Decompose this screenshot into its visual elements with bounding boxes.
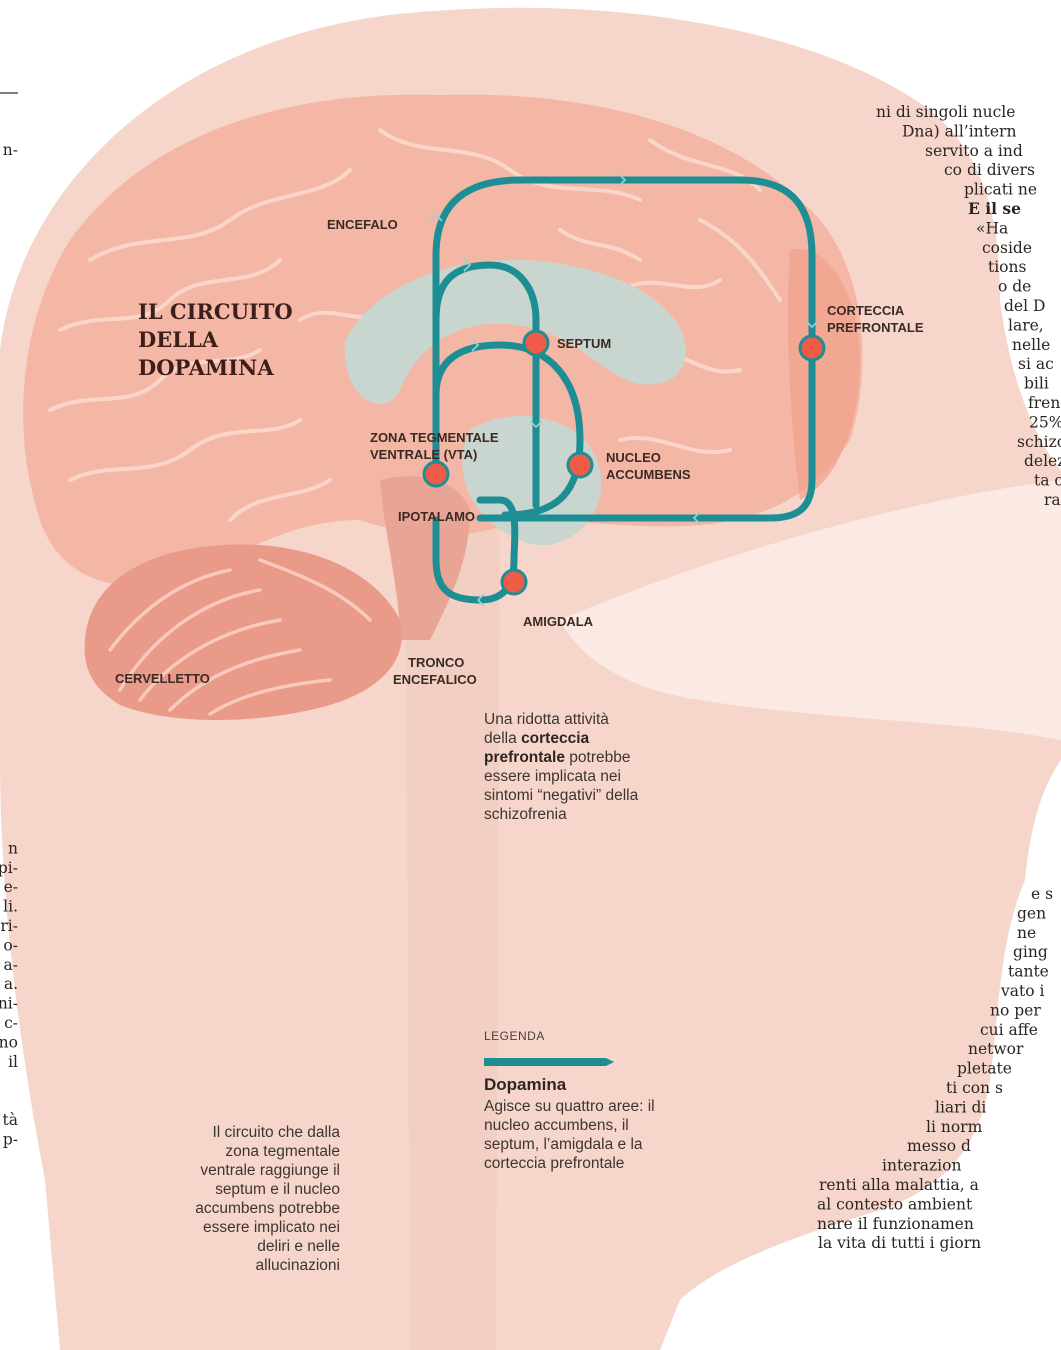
article-line: fren xyxy=(1028,394,1060,412)
article-line: n- xyxy=(3,141,18,159)
article-line: tante xyxy=(1008,963,1049,981)
article-line: co di divers xyxy=(944,161,1035,179)
article-line: gen xyxy=(1017,904,1046,922)
label-tronco-1: TRONCO xyxy=(408,655,464,670)
article-line: cui affe xyxy=(980,1021,1038,1039)
legend-dopamine-swatch xyxy=(484,1058,614,1066)
article-line: il xyxy=(8,1053,18,1071)
article-line: delezi xyxy=(1024,452,1061,470)
article-line: e s xyxy=(1031,885,1053,903)
article-line: messo d xyxy=(907,1137,971,1155)
article-line: ra xyxy=(1044,491,1061,509)
article-line: ging xyxy=(1013,943,1048,961)
diagram-title-line-2: DELLA xyxy=(138,327,219,352)
label-cervelletto: CERVELLETTO xyxy=(115,671,210,686)
article-line: servito a ind xyxy=(925,142,1023,160)
caption-prefrontal: Una ridotta attività della corteccia pre… xyxy=(484,710,644,824)
diagram-title-line-1: IL CIRCUITO xyxy=(138,299,293,324)
article-line: ni- xyxy=(0,995,18,1013)
article-line: coside xyxy=(982,239,1032,257)
caption-vta: Il circuito che dalla zona tegmentale ve… xyxy=(180,1123,340,1275)
label-corteccia-1: CORTECCIA xyxy=(827,303,905,318)
article-line: lare, xyxy=(1008,316,1044,334)
legend-item-title: Dopamina xyxy=(484,1075,566,1095)
label-ipotalamo: IPOTALAMO xyxy=(398,509,475,524)
article-line: interazion xyxy=(882,1157,961,1175)
label-corteccia-2: PREFRONTALE xyxy=(827,320,924,335)
article-line: pi- xyxy=(0,859,18,877)
article-line: p- xyxy=(3,1130,18,1148)
article-line: Dna) all’intern xyxy=(902,122,1016,140)
article-line: no xyxy=(0,1033,18,1051)
article-line: ri- xyxy=(0,917,18,935)
prefrontal-node xyxy=(800,336,824,360)
article-line: E il se xyxy=(968,199,1021,218)
article-line: ta ch xyxy=(1034,472,1061,490)
article-line: 25%. xyxy=(1029,413,1061,431)
vta-node xyxy=(424,462,448,486)
article-line: ti con s xyxy=(946,1079,1003,1097)
label-encefalo: ENCEFALO xyxy=(327,217,398,232)
legend-title: LEGENDA xyxy=(484,1029,545,1043)
label-vta-2: VENTRALE (VTA) xyxy=(370,447,477,462)
nucleus-accumbens-node xyxy=(568,453,592,477)
article-line: liari di xyxy=(935,1098,986,1116)
septum-node xyxy=(524,331,548,355)
article-line: li. xyxy=(3,898,18,916)
article-line: e- xyxy=(4,878,18,896)
article-line: li norm xyxy=(926,1118,983,1136)
article-line: o de xyxy=(998,278,1031,296)
label-vta-1: ZONA TEGMENTALE xyxy=(370,430,499,445)
label-amigdala: AMIGDALA xyxy=(523,614,594,629)
article-line: networ xyxy=(968,1040,1024,1058)
article-line: a. xyxy=(4,975,18,993)
article-line: si ac xyxy=(1018,355,1054,373)
article-line: a- xyxy=(4,956,18,974)
article-line: bili xyxy=(1024,375,1049,393)
label-nucleo-1: NUCLEO xyxy=(606,450,661,465)
article-line: nare il funzionamen xyxy=(817,1215,974,1233)
diagram-title-line-3: DOPAMINA xyxy=(138,355,274,380)
article-line: tions xyxy=(988,258,1027,276)
article-line: nelle xyxy=(1012,336,1050,354)
article-line: plicati ne xyxy=(964,181,1037,199)
legend-item-description: Agisce su quattro aree: il nucleo accumb… xyxy=(484,1097,659,1173)
article-line: ne xyxy=(1017,924,1036,942)
article-line: c- xyxy=(4,1014,18,1032)
article-line: o- xyxy=(3,936,18,954)
amygdala-node xyxy=(502,570,526,594)
label-nucleo-2: ACCUMBENS xyxy=(606,467,691,482)
article-line: «Ha xyxy=(976,219,1008,237)
article-line: tà xyxy=(3,1111,18,1129)
label-septum: SEPTUM xyxy=(557,336,611,351)
article-line: no per xyxy=(990,1001,1041,1019)
article-line: schizo xyxy=(1017,433,1061,451)
article-line: del D xyxy=(1004,297,1045,315)
article-line: n xyxy=(8,839,18,857)
article-line: pletate xyxy=(957,1060,1012,1078)
article-line: ni di singoli nucle xyxy=(876,103,1015,121)
article-line: al contesto ambient xyxy=(817,1195,973,1213)
article-line: la vita di tutti i giorn xyxy=(818,1234,981,1252)
article-line: renti alla malattia, a xyxy=(819,1176,979,1194)
label-tronco-2: ENCEFALICO xyxy=(393,672,477,687)
article-line: vato i xyxy=(1000,982,1044,1000)
